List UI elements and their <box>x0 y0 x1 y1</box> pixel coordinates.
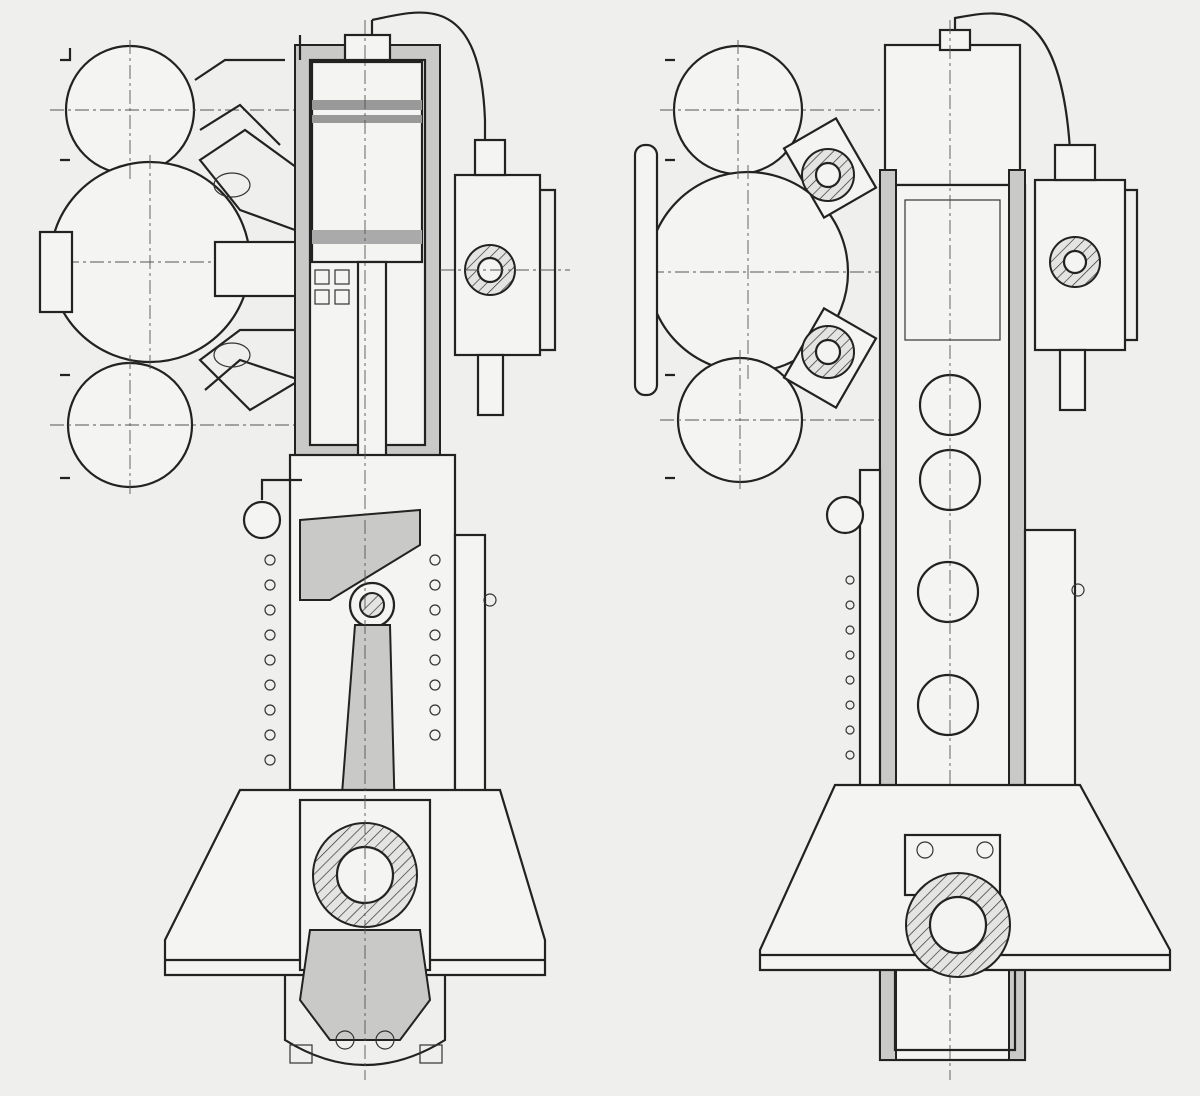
fuel-pump-side <box>1033 143 1139 412</box>
bolt-row <box>264 554 441 766</box>
cross-section-view <box>38 11 570 1080</box>
frame-side <box>825 468 1085 792</box>
side-elevation-view <box>633 12 1172 1080</box>
fuel-pump <box>440 138 570 417</box>
piston <box>310 60 424 264</box>
crosshead-frame <box>242 453 497 821</box>
air-receivers <box>38 40 307 495</box>
bedplate-side <box>758 783 1172 1052</box>
air-receivers-side <box>633 40 880 490</box>
inspection-openings <box>916 373 982 737</box>
bedplate <box>163 20 547 1080</box>
